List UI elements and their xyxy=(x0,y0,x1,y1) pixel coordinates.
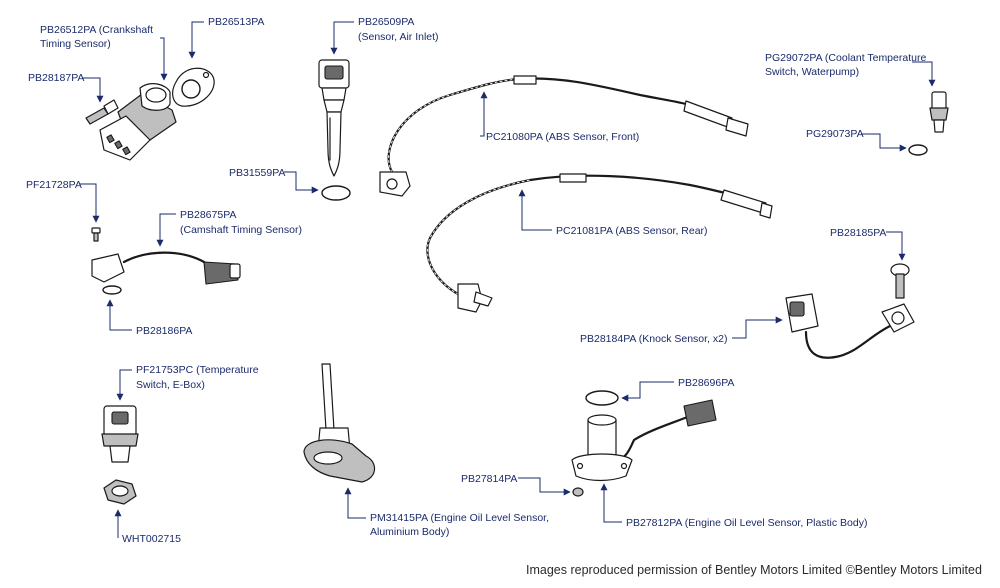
leader-pf21753pc xyxy=(116,369,132,401)
label-pb28187pa: PB28187PA xyxy=(28,72,84,84)
label-pc21080pa: PC21080PA (ABS Sensor, Front) xyxy=(486,131,639,143)
oil-sensor-o-ring-drawing xyxy=(585,390,619,406)
leader-pf21728pa xyxy=(80,183,100,223)
leader-pb28675pa xyxy=(156,213,176,247)
oil-level-sensor-plastic-drawing xyxy=(571,399,717,482)
label-pb28675pa: PB28675PA (Camshaft Timing Sensor) xyxy=(180,209,302,236)
knock-sensor-drawing xyxy=(785,293,915,359)
leader-pb27812pa xyxy=(600,483,622,523)
camshaft-timing-sensor-drawing xyxy=(91,251,241,295)
leader-pb27814pa xyxy=(518,477,571,496)
leader-pc21081pa xyxy=(518,189,552,231)
label-pb27812pa: PB27812PA (Engine Oil Level Sensor, Plas… xyxy=(626,517,867,529)
oil-level-sensor-aluminium-drawing xyxy=(303,363,376,483)
leader-pb31559pa xyxy=(284,171,319,194)
leader-pb26512pa xyxy=(160,37,168,81)
leader-pg29072pa xyxy=(912,61,936,87)
leader-pm31415pa xyxy=(344,487,366,519)
label-pb27814pa: PB27814PA xyxy=(461,473,517,485)
label-pg29073pa: PG29073PA xyxy=(806,128,864,140)
leader-pc21080pa xyxy=(480,91,488,137)
label-pb28696pa: PB28696PA xyxy=(678,377,734,389)
leader-pb28184pa xyxy=(732,316,783,339)
temperature-switch-ebox-drawing xyxy=(101,405,139,463)
sealing-ring-drawing xyxy=(908,144,928,156)
label-pg29072pa: PG29072PA (Coolant Temperature Switch, W… xyxy=(765,52,929,78)
label-wht002715: WHT002715 xyxy=(122,533,181,545)
label-pm31415pa: PM31415PA (Engine Oil Level Sensor, Alum… xyxy=(370,512,552,538)
abs-sensor-rear-drawing xyxy=(426,173,773,313)
label-pb26512pa: PB26512PA (Crankshaft Timing Sensor) xyxy=(40,24,156,50)
bolt-drawing xyxy=(85,99,119,125)
label-pb28185pa: PB28185PA xyxy=(830,227,886,239)
leader-pb28186pa xyxy=(106,299,132,331)
leader-pb26509pa xyxy=(330,21,354,55)
abs-sensor-front-drawing xyxy=(379,75,749,197)
label-pf21753pc: PF21753PC (Temperature Switch, E-Box) xyxy=(136,364,261,391)
label-pf21728pa: PF21728PA xyxy=(26,179,82,191)
leader-pb28185pa xyxy=(886,231,906,261)
copyright-credit: Images reproduced permission of Bentley … xyxy=(526,563,982,577)
label-pb26513pa: PB26513PA xyxy=(208,16,264,28)
label-pc21081pa: PC21081PA (ABS Sensor, Rear) xyxy=(556,225,708,237)
screw-drawing xyxy=(91,227,101,242)
label-pb28184pa: PB28184PA (Knock Sensor, x2) xyxy=(580,333,727,345)
label-pb26509pa: PB26509PA (Sensor, Air Inlet) xyxy=(358,16,439,43)
nut-drawing xyxy=(103,479,137,505)
coolant-temperature-switch-drawing xyxy=(929,91,949,133)
leader-pg29073pa xyxy=(862,133,907,152)
leader-pb28696pa xyxy=(621,381,674,402)
gasket-drawing xyxy=(172,67,215,107)
crankshaft-timing-sensor-drawing xyxy=(99,83,177,161)
o-ring-drawing xyxy=(321,185,351,201)
leader-pb28187pa xyxy=(82,77,104,103)
knock-sensor-bolt-drawing xyxy=(890,263,910,299)
label-pb31559pa: PB31559PA xyxy=(229,167,285,179)
label-pb28186pa: PB28186PA xyxy=(136,325,192,337)
air-inlet-sensor-drawing xyxy=(318,59,350,177)
oil-sensor-screw-drawing xyxy=(572,487,584,497)
leader-pb26513pa xyxy=(188,21,204,59)
